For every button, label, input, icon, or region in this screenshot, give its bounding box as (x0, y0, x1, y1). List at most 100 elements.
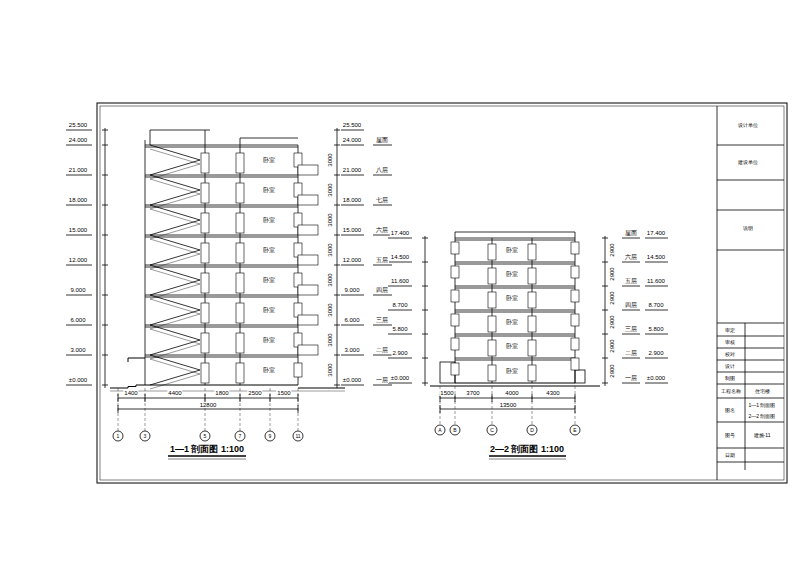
dimension-value: 4400 (167, 390, 182, 396)
elevation-value: 24.000 (342, 137, 362, 143)
elevation-value: ±0.000 (646, 375, 666, 381)
elevation-value: 15.000 (68, 227, 88, 233)
elevation-value: 3.000 (343, 347, 360, 353)
room-name: 卧室 (505, 295, 519, 301)
floor-name: 二层 (624, 350, 638, 356)
elevation-value: 2.900 (391, 350, 408, 356)
title-block-text: 校对 (724, 352, 736, 357)
axis-number: A (437, 428, 442, 433)
floor-name: 一层 (624, 375, 638, 381)
elevation-value: 3.000 (69, 347, 86, 353)
dimension-value: 1500 (439, 390, 454, 396)
axis-number: 5 (203, 434, 208, 439)
floor-name: 四层 (624, 302, 638, 308)
elevation-value: 24.000 (68, 137, 88, 143)
title-block-text: 审核 (724, 340, 736, 345)
floor-name: 七层 (375, 197, 389, 203)
dimension-value: 3700 (465, 390, 480, 396)
floor-name: 一层 (375, 377, 389, 383)
elevation-value: 21.000 (342, 167, 362, 173)
dimension-value: 2900 (609, 314, 615, 329)
dimension-total: 12800 (199, 402, 218, 408)
dimension-value: 3000 (327, 242, 333, 257)
floor-name: 六层 (375, 227, 389, 233)
room-name: 卧室 (262, 187, 276, 193)
dimension-value: 3000 (327, 332, 333, 347)
room-name: 卧室 (505, 247, 519, 253)
title-block-text: 1—1 剖面图 (748, 403, 777, 408)
dimension-value: 2900 (609, 242, 615, 257)
room-name: 卧室 (505, 343, 519, 349)
axis-number: 3 (143, 434, 148, 439)
elevation-value: 5.800 (647, 326, 664, 332)
axis-number: 11 (294, 434, 301, 439)
title-block-text: 2—2 剖面图 (748, 414, 777, 419)
title-block-text: 图名 (724, 408, 736, 413)
axis-number: D (529, 428, 535, 433)
room-name: 卧室 (505, 368, 519, 374)
elevation-value: 15.000 (342, 227, 362, 233)
dimension-value: 2900 (609, 290, 615, 305)
elevation-value: 8.700 (391, 302, 408, 308)
title-block-text: 住宅楼 (754, 389, 771, 394)
dimension-value: 2900 (609, 363, 615, 378)
title-block-text: 说明 (742, 226, 754, 231)
dimension-value: 2900 (609, 266, 615, 281)
elevation-value: 6.000 (343, 317, 360, 323)
elevation-value: 8.700 (647, 302, 664, 308)
title-block-text: 日期 (724, 453, 736, 458)
elevation-value: 25.500 (68, 122, 88, 128)
elevation-value: 18.000 (342, 197, 362, 203)
floor-name: 五层 (624, 278, 638, 284)
dimension-value: 3000 (327, 182, 333, 197)
elevation-value: 12.000 (342, 257, 362, 263)
dimension-value: 3000 (327, 152, 333, 167)
room-name: 卧室 (505, 271, 519, 277)
room-name: 卧室 (262, 367, 276, 373)
dimension-value: 1500 (276, 390, 291, 396)
dimension-value: 1400 (123, 390, 138, 396)
section-title: 2—2 剖面图 1:100 (489, 445, 565, 454)
elevation-value: 11.600 (390, 278, 410, 284)
floor-name: 三层 (624, 326, 638, 332)
elevation-value: 17.400 (390, 230, 410, 236)
section-title: 1—1 剖面图 1:100 (169, 445, 245, 454)
dimension-value: 3000 (327, 272, 333, 287)
elevation-value: 17.400 (646, 230, 666, 236)
axis-number: 9 (268, 434, 273, 439)
room-name: 卧室 (262, 217, 276, 223)
room-name: 卧室 (262, 307, 276, 313)
elevation-value: ±0.000 (342, 377, 362, 383)
axis-number: 7 (238, 434, 243, 439)
title-block-text: 建施-11 (753, 433, 772, 438)
dimension-value: 3000 (327, 302, 333, 317)
elevation-value: 9.000 (69, 287, 86, 293)
elevation-value: 9.000 (343, 287, 360, 293)
elevation-value: 6.000 (69, 317, 86, 323)
dimension-value: 1800 (214, 390, 229, 396)
dimension-total: 13500 (499, 402, 518, 408)
elevation-value: 21.000 (68, 167, 88, 173)
room-name: 卧室 (262, 277, 276, 283)
dimension-value: 3000 (327, 362, 333, 377)
floor-name: 四层 (375, 287, 389, 293)
elevation-value: 14.500 (390, 254, 410, 260)
title-block-text: 审定 (724, 328, 736, 333)
room-name: 卧室 (505, 319, 519, 325)
dimension-value: 3000 (327, 212, 333, 227)
elevation-value: 18.000 (68, 197, 88, 203)
axis-number: C (489, 428, 495, 433)
floor-name: 二层 (375, 347, 389, 353)
title-block-text: 设计 (724, 364, 736, 369)
floor-name: 八层 (375, 167, 389, 173)
elevation-value: 12.000 (68, 257, 88, 263)
title-block-text: 图号 (724, 433, 736, 438)
title-block-text: 建设单位 (737, 160, 759, 165)
dimension-value: 4000 (504, 390, 519, 396)
dimension-value: 2900 (609, 338, 615, 353)
elevation-value: 2.900 (647, 350, 664, 356)
elevation-value: 25.500 (342, 122, 362, 128)
dimension-value: 2500 (247, 390, 262, 396)
title-block-text: 设计单位 (737, 123, 759, 128)
elevation-value: 5.800 (391, 326, 408, 332)
